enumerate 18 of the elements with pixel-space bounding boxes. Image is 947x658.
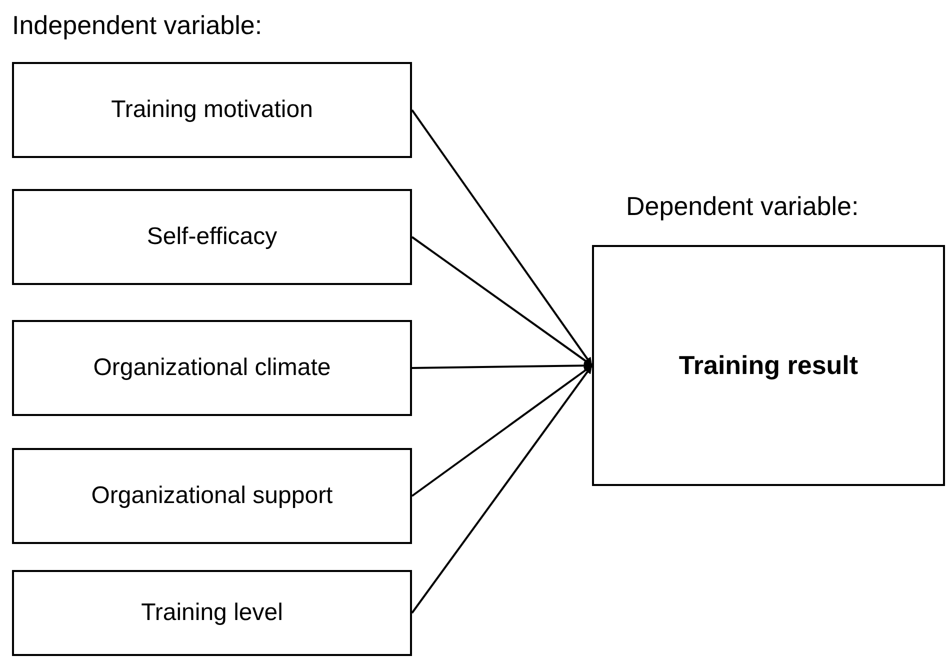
- heading: Independent variable:: [12, 10, 262, 41]
- box-label: Organizational climate: [93, 354, 331, 382]
- arrow: [411, 364, 593, 614]
- heading: Dependent variable:: [626, 191, 859, 222]
- box-label: Organizational support: [91, 482, 333, 510]
- box-label: Self-efficacy: [146, 223, 278, 251]
- arrow: [411, 364, 593, 497]
- arrow: [412, 362, 592, 370]
- box-label: Training result: [678, 350, 858, 381]
- variable-box: [12, 189, 412, 285]
- arrow: [411, 109, 593, 366]
- variable-box: [12, 448, 412, 544]
- box-label: Training motivation: [111, 96, 313, 124]
- variable-box: [12, 62, 412, 158]
- variable-box: [12, 570, 412, 656]
- arrow: [411, 236, 593, 366]
- variable-box: [12, 320, 412, 416]
- box-label: Training level: [141, 599, 283, 627]
